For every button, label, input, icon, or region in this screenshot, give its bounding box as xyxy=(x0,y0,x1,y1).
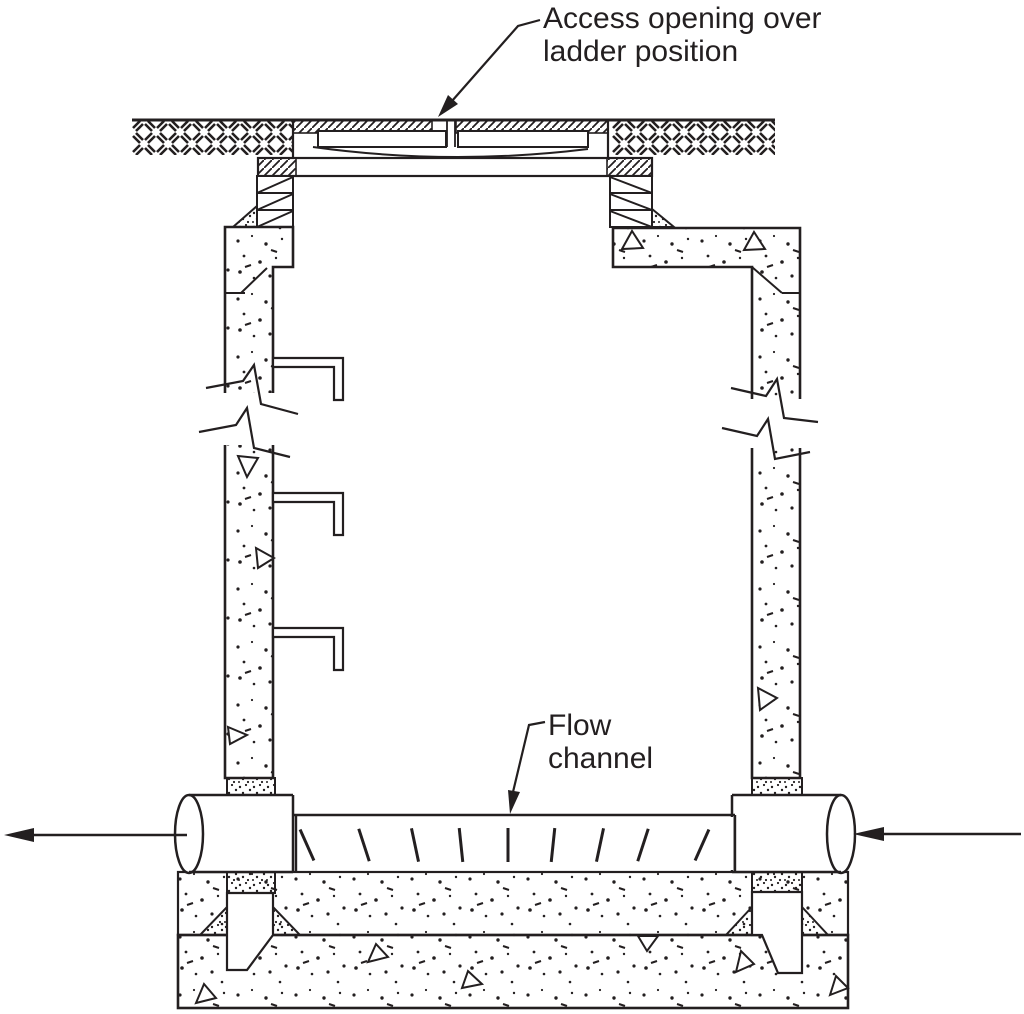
aggregate-triangle xyxy=(366,942,390,964)
access-cover-frame xyxy=(256,119,654,178)
aggregate-triangle xyxy=(742,230,767,252)
flow-direction-arrow-right-icon xyxy=(853,827,1021,841)
aggregate-triangle xyxy=(734,949,756,974)
ground-surface xyxy=(132,118,775,155)
left-wall-footing xyxy=(225,891,275,972)
base-concrete xyxy=(176,870,850,1010)
aggregate-triangle xyxy=(828,974,850,997)
footing-haunch xyxy=(197,904,228,936)
footing-haunch xyxy=(801,904,831,936)
leader-arrowhead-icon xyxy=(438,95,458,117)
flow-channel-leader xyxy=(508,720,546,814)
frame-bedding-right xyxy=(606,157,653,177)
corbel-step-lines xyxy=(225,267,268,294)
break-line xyxy=(730,376,819,424)
aggregate-triangle xyxy=(620,229,645,251)
frame-edges xyxy=(291,120,610,158)
frame-flange xyxy=(256,156,654,178)
cover-joint xyxy=(446,121,456,147)
ground-hatch-right xyxy=(612,120,775,155)
cover-underside xyxy=(312,146,589,159)
aggregate-triangle xyxy=(254,546,276,570)
cover-seat-right xyxy=(457,130,589,148)
base-slab xyxy=(176,933,850,1010)
ladder-rung xyxy=(271,491,345,537)
annotations: Access opening over ladder position Flow… xyxy=(543,2,822,775)
ladder-rung xyxy=(271,626,345,672)
break-line xyxy=(721,416,811,461)
mortar-fillet-left xyxy=(230,203,258,228)
channel-outline xyxy=(293,813,737,872)
flow-channel-label-line2: channel xyxy=(548,742,653,775)
access-opening-leader xyxy=(438,18,541,117)
leader-arrowhead-icon xyxy=(508,790,520,814)
ladder-rung xyxy=(271,356,345,402)
aggregate-triangle xyxy=(236,454,260,480)
cover-seat-left xyxy=(317,130,447,148)
break-line xyxy=(198,405,291,459)
frame-bedding-left xyxy=(257,157,297,177)
inlet-pipe xyxy=(730,793,857,875)
left-wall-outline xyxy=(223,225,295,780)
footing-haunch xyxy=(272,904,303,936)
aggregate-triangle xyxy=(194,982,218,1005)
channel-tick-marks xyxy=(298,827,711,863)
flow-direction-arrow-left-icon xyxy=(4,828,187,842)
outlet-pipe xyxy=(173,793,295,875)
right-slab-haunch-lines xyxy=(751,266,800,294)
aggregate-triangle xyxy=(226,725,250,746)
access-opening-label-line2: ladder position xyxy=(543,35,738,68)
break-line xyxy=(205,362,299,416)
access-opening-label-line1: Access opening over xyxy=(543,2,822,35)
flow-channel xyxy=(293,813,737,872)
ladder-rungs xyxy=(271,356,345,672)
right-wall-break-gap xyxy=(748,399,806,448)
aggregate-triangle xyxy=(756,686,779,712)
left-wall xyxy=(198,225,299,780)
aggregate-triangle xyxy=(636,935,660,953)
flow-channel-label-line1: Flow xyxy=(548,709,612,742)
pipe-bell-end xyxy=(825,793,857,875)
brick-courses xyxy=(230,175,677,228)
ground-hatch-left xyxy=(132,120,292,155)
mortar-fillet-right xyxy=(651,206,677,228)
footing-haunch xyxy=(723,904,753,936)
aggregate-triangle xyxy=(460,969,485,990)
right-wall xyxy=(611,226,819,780)
